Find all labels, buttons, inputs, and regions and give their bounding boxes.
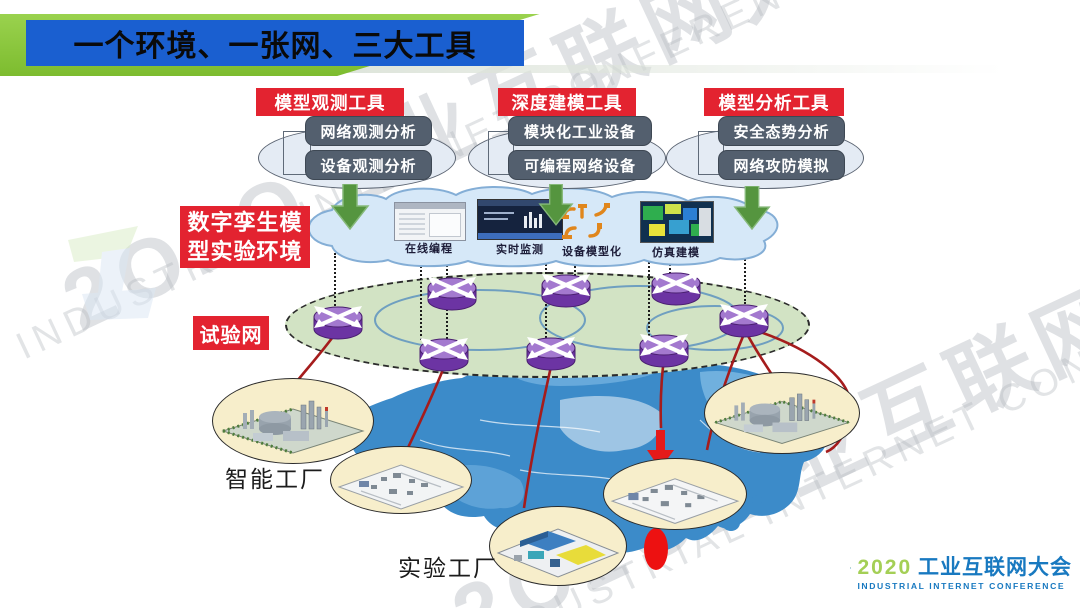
down-arrow-icon — [538, 183, 574, 231]
tool-item: 网络攻防模拟 — [718, 150, 845, 180]
factory-illustration-plant-floor-2 — [603, 458, 747, 530]
module-label-device-modeling: 设备模型化 — [562, 246, 622, 258]
router-icon — [311, 301, 365, 343]
factory-illustration-refinery-east — [704, 372, 860, 454]
experiment-factory-label: 实验工厂 — [398, 555, 498, 581]
title-bar: 一个环境、一张网、三大工具 — [26, 20, 524, 66]
smart-factory-label: 智能工厂 — [225, 466, 325, 492]
tool-group-header-observation: 模型观测工具 — [256, 88, 404, 116]
logo-mark-icon — [850, 567, 852, 569]
logo-title-zh: 工业互联网大会 — [918, 556, 1072, 579]
down-arrow-icon — [330, 183, 370, 235]
tool-item: 网络观测分析 — [305, 116, 432, 146]
factory-illustration-plant-floor-1 — [330, 446, 472, 514]
title-shadow-strip — [334, 65, 1004, 73]
tool-item: 模块化工业设备 — [508, 116, 652, 146]
page-title: 一个环境、一张网、三大工具 — [73, 30, 477, 63]
tool-item: 可编程网络设备 — [508, 150, 652, 180]
factory-illustration-refinery-west — [212, 378, 374, 464]
dotted-link — [334, 253, 336, 313]
test-network-label: 试验网 — [193, 316, 269, 350]
simulation-modeling-thumbnail — [640, 201, 714, 243]
watermark-logo-mark-icon — [68, 226, 156, 320]
twin-environment-label-line1: 数字孪生模 — [187, 209, 303, 235]
dotted-link — [669, 256, 671, 282]
module-label-online-programming: 在线编程 — [405, 243, 453, 255]
logo-title-en: INDUSTRIAL INTERNET CONFERENCE — [857, 581, 1066, 591]
twin-environment-label: 数字孪生模 型实验环境 — [180, 206, 310, 268]
module-label-simulation-modeling: 仿真建模 — [652, 247, 700, 259]
tool-item: 设备观测分析 — [305, 150, 432, 180]
conference-logo: 2020 工业互联网大会 INDUSTRIAL INTERNET CONFERE… — [850, 546, 1072, 596]
down-arrow-icon — [732, 185, 772, 235]
factory-illustration-experiment-plant — [489, 506, 627, 586]
dotted-link — [574, 258, 576, 284]
online-programming-thumbnail — [394, 202, 466, 241]
twin-environment-label-line2: 型实验环境 — [187, 239, 303, 264]
tool-group-header-modeling: 深度建模工具 — [498, 88, 636, 116]
tool-item: 安全态势分析 — [718, 116, 845, 146]
logo-year: 2020 — [857, 556, 913, 579]
dotted-link — [744, 252, 746, 304]
tool-group-header-analysis: 模型分析工具 — [704, 88, 844, 116]
module-label-realtime-monitoring: 实时监测 — [496, 244, 544, 256]
